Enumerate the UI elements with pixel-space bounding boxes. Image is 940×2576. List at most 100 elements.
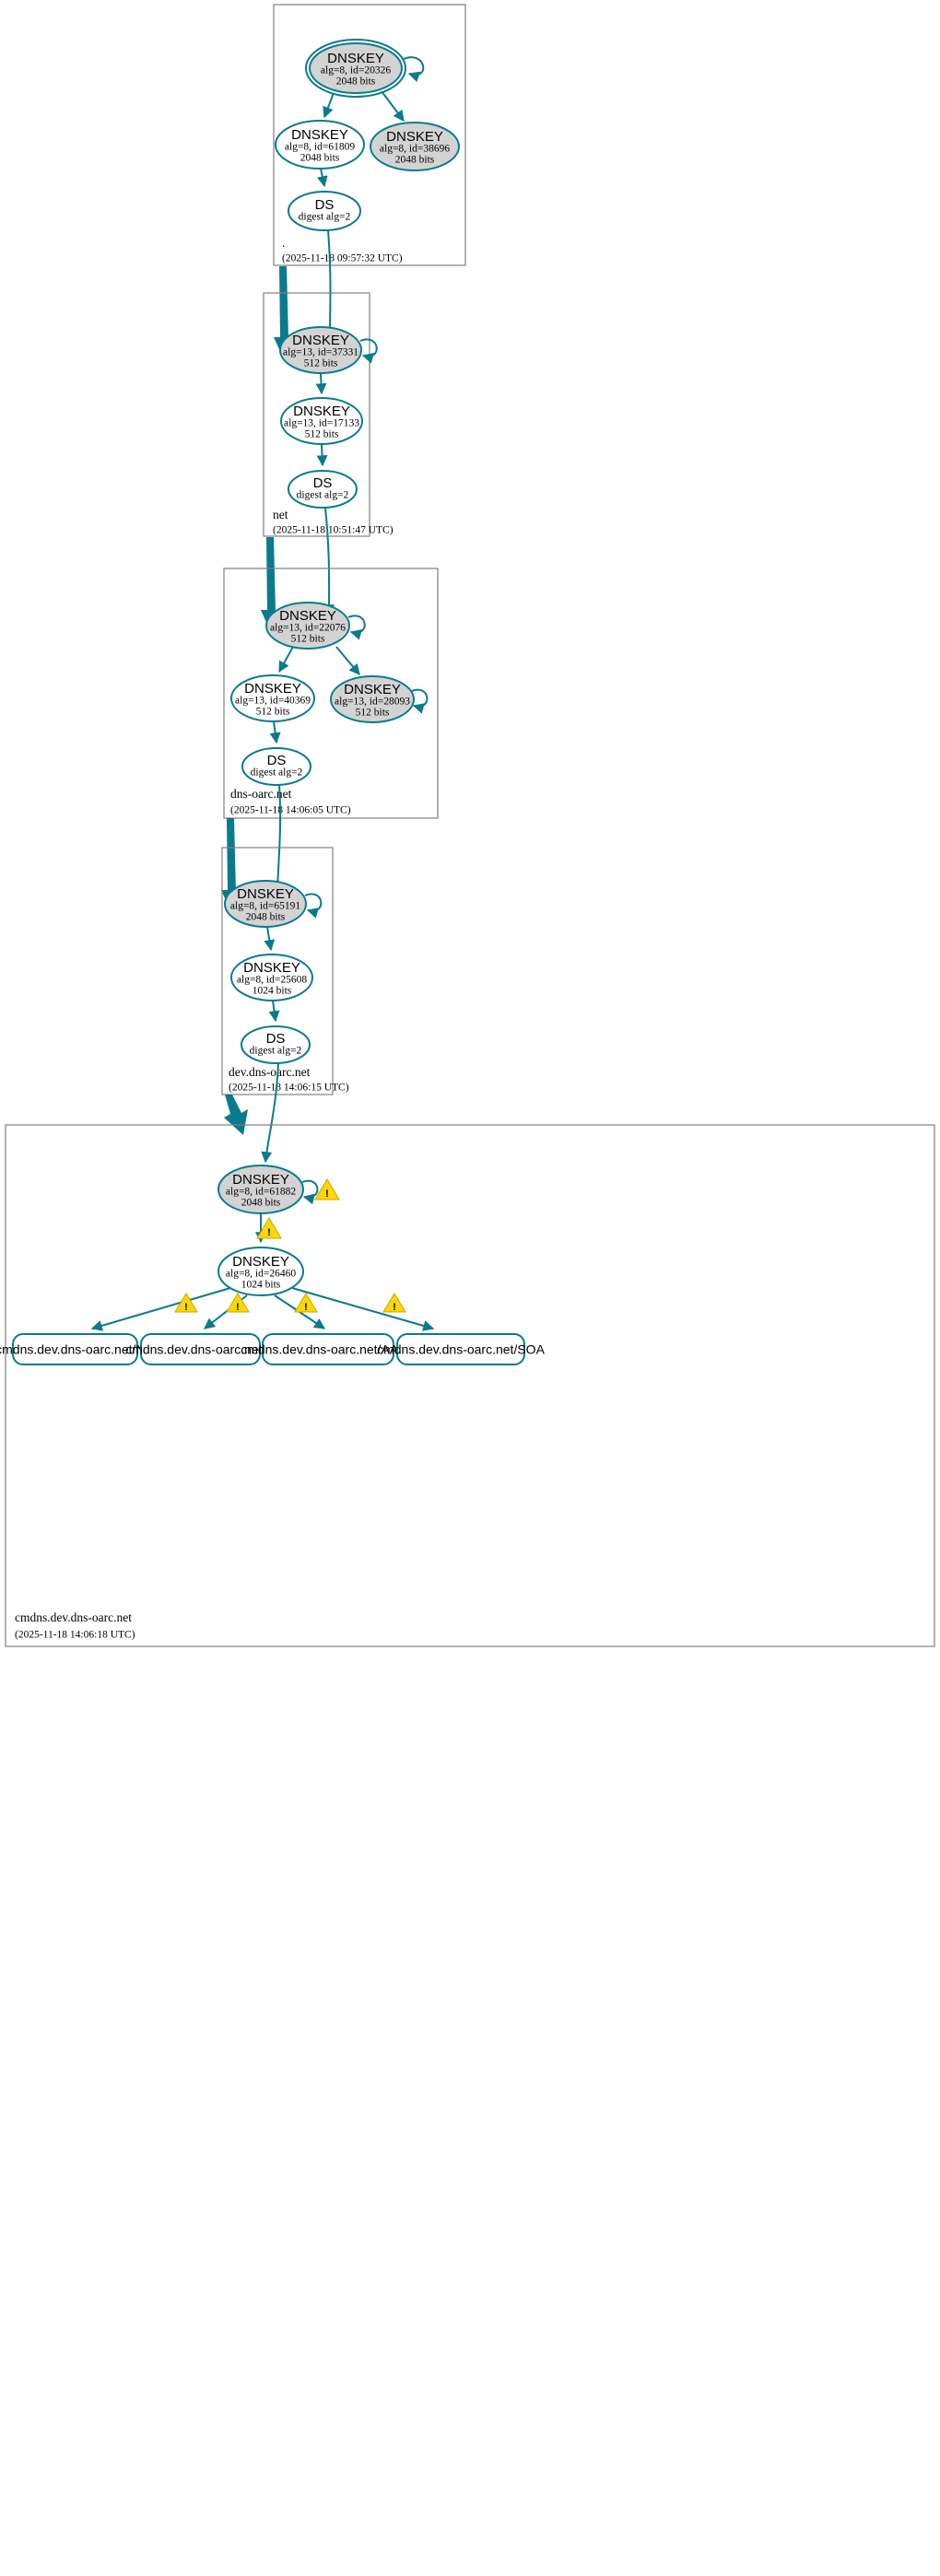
node-detail-label: alg=8, id=61882	[226, 1187, 296, 1198]
edge-net-ds-to-oarc-ksk	[323, 507, 335, 616]
node-oarc-ksk[interactable]: DNSKEY alg=13, id=22076 512 bits	[265, 602, 366, 650]
warning-icon[interactable]: !	[174, 1293, 198, 1313]
node-type-label: DNSKEY	[292, 333, 349, 348]
node-type-label: DNSKEY	[291, 127, 348, 143]
zone-root: DNSKEY alg=8, id=20326 2048 bits DNSKEY …	[273, 4, 466, 266]
node-bits-label: 512 bits	[291, 634, 325, 645]
self-signature-loop	[359, 338, 378, 364]
edge-root-ksk-to-zsk	[323, 92, 335, 119]
node-detail-label: alg=13, id=28093	[335, 697, 410, 708]
node-oarc-zsk[interactable]: DNSKEY alg=13, id=40369 512 bits	[230, 674, 315, 722]
rrset-label: cmdns.dev.dns-oarc.net/A	[125, 1342, 275, 1357]
warning-icon[interactable]: !	[294, 1293, 318, 1313]
edge-oarc-ds-to-dev-ksk	[272, 784, 284, 896]
rrset-label: cmdns.dev.dns-oarc.net/NS	[0, 1342, 154, 1357]
edge-dev-zsk-to-ds	[268, 1000, 280, 1023]
node-oarc-ds[interactable]: DS digest alg=2	[241, 747, 311, 786]
edge-net-zsk-to-ds	[316, 443, 328, 467]
node-bits-label: 512 bits	[256, 707, 290, 718]
node-bits-label: 2048 bits	[246, 912, 286, 923]
zone-name-label: cmdns.dev.dns-oarc.net	[15, 1610, 132, 1624]
node-type-label: DNSKEY	[232, 1254, 289, 1270]
warning-icon[interactable]: !	[382, 1293, 406, 1313]
node-dev-zsk[interactable]: DNSKEY alg=8, id=25608 1024 bits	[230, 954, 313, 1001]
ds-ellipse	[288, 470, 358, 509]
warning-glyph: !	[304, 1302, 308, 1313]
dnskey-ellipse	[224, 880, 307, 928]
warning-glyph: !	[184, 1302, 188, 1313]
node-dev-ksk[interactable]: DNSKEY alg=8, id=65191 2048 bits	[224, 880, 323, 928]
dnskey-ellipse	[370, 122, 460, 171]
node-dev-ds[interactable]: DS digest alg=2	[241, 1025, 311, 1064]
node-bits-label: 512 bits	[305, 429, 339, 440]
edge-oarc-ksk-to-zsk	[278, 646, 294, 673]
node-detail-label: alg=8, id=26460	[226, 1269, 296, 1280]
node-type-label: DNSKEY	[327, 51, 384, 66]
node-root-ksk[interactable]: DNSKEY alg=8, id=20326 2048 bits	[305, 39, 425, 98]
zone-cmdns-dev-dns-oarc: DNSKEY alg=8, id=61882 2048 bits ! DNSKE…	[0, 1124, 935, 1647]
delegation-arrow-oarc-to-dev	[221, 818, 242, 913]
rrset-box	[140, 1333, 261, 1365]
zone-dev-dns-oarc: DNSKEY alg=8, id=65191 2048 bits DNSKEY …	[221, 847, 349, 1095]
delegation-arrow-dev-to-cmdns	[224, 1095, 248, 1135]
node-bits-label: 2048 bits	[300, 153, 340, 164]
rrset-box	[12, 1333, 138, 1365]
node-detail-label: alg=8, id=20326	[321, 65, 391, 76]
zone-timestamp: (2025-11-18 14:06:15 UTC)	[229, 1083, 349, 1094]
rrset-node-ns[interactable]: cmdns.dev.dns-oarc.net/NS	[0, 1333, 154, 1365]
node-net-zsk[interactable]: DNSKEY alg=13, id=17133 512 bits	[280, 397, 363, 445]
rrset-node-soa[interactable]: cmdns.dev.dns-oarc.net/SOA	[377, 1333, 546, 1365]
dnskey-ellipse	[265, 602, 350, 650]
node-detail-label: alg=13, id=40369	[235, 696, 311, 707]
self-signature-loop	[411, 688, 429, 714]
dnskey-ellipse	[230, 674, 315, 722]
node-detail-label: digest alg=2	[297, 490, 349, 501]
edge-root-ksk-to-alt	[381, 90, 405, 122]
rrset-node-a[interactable]: cmdns.dev.dns-oarc.net/A	[125, 1333, 275, 1365]
node-cmdns-ksk[interactable]: DNSKEY alg=8, id=61882 2048 bits !	[217, 1165, 340, 1214]
node-detail-label: digest alg=2	[251, 767, 303, 779]
zone-box-net	[263, 292, 370, 537]
node-root-zsk[interactable]: DNSKEY alg=8, id=61809 2048 bits	[275, 120, 365, 170]
node-net-ksk[interactable]: DNSKEY alg=13, id=37331 512 bits	[279, 326, 378, 374]
warning-icon[interactable]: !	[256, 1217, 282, 1239]
node-bits-label: 512 bits	[304, 358, 338, 369]
rrset-node-aaaa[interactable]: cmdns.dev.dns-oarc.net/AAAA	[241, 1333, 416, 1365]
edge-root-zsk-to-ds	[316, 168, 328, 188]
node-type-label: DNSKEY	[237, 886, 294, 902]
node-net-ds[interactable]: DS digest alg=2	[288, 470, 358, 509]
warning-glyph: !	[236, 1302, 240, 1313]
node-type-label: DS	[313, 475, 333, 491]
node-type-label: DNSKEY	[243, 960, 300, 976]
dnskey-ellipse	[275, 120, 365, 170]
trust-anchor-outline	[305, 39, 406, 98]
ds-ellipse	[288, 191, 361, 231]
node-type-label: DS	[315, 197, 335, 213]
zone-box-dev-dns-oarc	[221, 847, 334, 1095]
rrset-label: cmdns.dev.dns-oarc.net/SOA	[377, 1342, 545, 1357]
node-root-alt-key[interactable]: DNSKEY alg=8, id=38696 2048 bits	[370, 122, 460, 171]
node-bits-label: 2048 bits	[395, 155, 435, 166]
zone-name-label: .	[282, 236, 285, 250]
zone-name-label: net	[273, 508, 288, 521]
node-oarc-alt-key[interactable]: DNSKEY alg=13, id=28093 512 bits	[330, 675, 429, 723]
node-type-label: DNSKEY	[293, 404, 350, 419]
delegation-arrow-root-to-net	[274, 266, 295, 359]
warning-icon[interactable]: !	[314, 1178, 340, 1200]
node-cmdns-zsk[interactable]: DNSKEY alg=8, id=26460 1024 bits	[217, 1247, 304, 1296]
zone-timestamp: (2025-11-18 09:57:32 UTC)	[282, 253, 403, 264]
warning-icon[interactable]: !	[226, 1293, 250, 1313]
warning-glyph: !	[267, 1227, 271, 1238]
ds-ellipse	[241, 747, 311, 786]
node-type-label: DNSKEY	[386, 129, 443, 145]
edge-oarc-zsk-to-ds	[269, 720, 281, 744]
warning-glyph: !	[325, 1188, 329, 1200]
edge-dev-ds-to-cmdns-ksk	[261, 1062, 279, 1164]
zone-timestamp: (2025-11-18 10:51:47 UTC)	[273, 525, 394, 536]
edge-cmdns-zsk-to-rrset-ns	[90, 1287, 231, 1331]
node-bits-label: 512 bits	[356, 708, 390, 719]
node-root-ds[interactable]: DS digest alg=2	[288, 191, 361, 231]
node-detail-label: alg=8, id=65191	[230, 901, 300, 912]
